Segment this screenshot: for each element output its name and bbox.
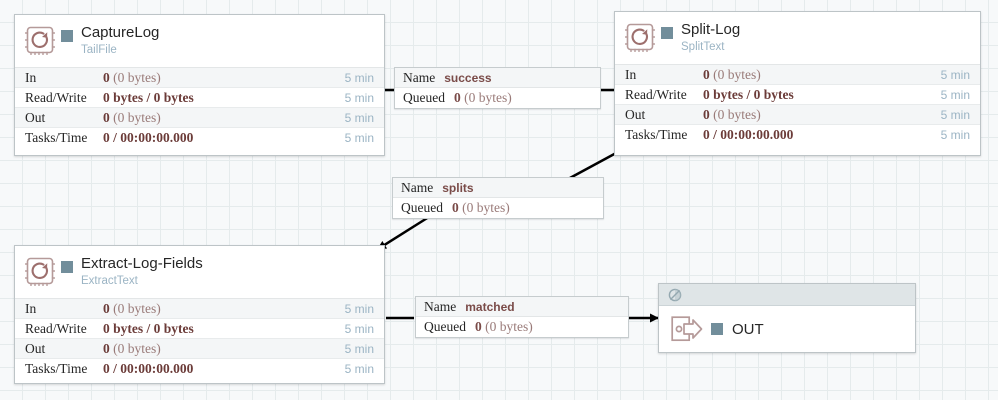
stat-label: Tasks/Time [25, 361, 88, 376]
processor-header: Split-Log SplitText [615, 12, 980, 64]
stat-time: 5 min [344, 321, 374, 336]
stat-value: 0 bytes / 0 bytes [103, 89, 194, 105]
processor-stats: In 0 (0 bytes) 5 min Read/Write 0 bytes … [15, 67, 384, 148]
processor-capturelog[interactable]: CaptureLog TailFile In 0 (0 bytes) 5 min… [14, 14, 385, 156]
connection-splits[interactable]: Name splits Queued 0 (0 bytes) [392, 177, 604, 219]
processor-type: SplitText [681, 41, 725, 53]
stopped-square-icon [61, 30, 73, 42]
connection-queued-value: 0 (0 bytes) [451, 200, 510, 215]
stat-time: 5 min [344, 341, 374, 356]
processor-name: CaptureLog [81, 24, 160, 41]
stat-time: 5 min [940, 87, 970, 102]
connection-name-value: matched [465, 299, 515, 314]
output-port-body: OUT [659, 306, 915, 352]
processor-icon [24, 25, 56, 56]
stat-time: 5 min [344, 70, 374, 85]
connection-queued-row: Queued 0 (0 bytes) [395, 88, 600, 108]
stat-row: Read/Write 0 bytes / 0 bytes 5 min [615, 85, 980, 105]
stat-row: Tasks/Time 0 / 00:00:00.000 5 min [15, 359, 384, 379]
connection-queued-row: Queued 0 (0 bytes) [416, 317, 628, 337]
stat-label: Out [625, 106, 646, 122]
processor-type: TailFile [81, 44, 117, 56]
stat-row: Out 0 (0 bytes) 5 min [15, 339, 384, 359]
stat-time: 5 min [940, 107, 970, 122]
stat-value: 0 / 00:00:00.000 [103, 130, 194, 145]
stat-label: In [625, 66, 637, 82]
connection-name-value: success [444, 70, 492, 85]
processor-icon [624, 22, 656, 53]
stat-row: Tasks/Time 0 / 00:00:00.000 5 min [615, 125, 980, 145]
processor-icon [24, 256, 56, 287]
stat-row: Out 0 (0 bytes) 5 min [615, 105, 980, 125]
processor-stats: In 0 (0 bytes) 5 min Read/Write 0 bytes … [15, 298, 384, 379]
stat-label: In [25, 300, 37, 316]
output-port-out[interactable]: OUT [658, 283, 916, 353]
processor-name: Extract-Log-Fields [81, 255, 203, 272]
transmission-disabled-icon[interactable] [668, 288, 682, 302]
output-port-name: OUT [732, 320, 764, 338]
connection-name-row: Name success [395, 68, 600, 88]
stat-time: 5 min [344, 301, 374, 316]
stat-value: 0 bytes / 0 bytes [703, 86, 794, 102]
stat-time: 5 min [344, 362, 374, 376]
processor-header: Extract-Log-Fields ExtractText [15, 246, 384, 298]
stat-value: 0 (0 bytes) [703, 106, 761, 122]
stat-row: Out 0 (0 bytes) 5 min [15, 108, 384, 128]
stat-value: 0 bytes / 0 bytes [103, 320, 194, 336]
stat-label: Tasks/Time [625, 127, 688, 142]
stat-time: 5 min [344, 90, 374, 105]
stat-label: Read/Write [25, 320, 87, 336]
stat-value: 0 (0 bytes) [103, 300, 161, 316]
stat-time: 5 min [940, 67, 970, 82]
processor-stats: In 0 (0 bytes) 5 min Read/Write 0 bytes … [615, 64, 980, 145]
stat-label: In [25, 69, 37, 85]
stat-row: Tasks/Time 0 / 00:00:00.000 5 min [15, 128, 384, 148]
processor-extract-log-fields[interactable]: Extract-Log-Fields ExtractText In 0 (0 b… [14, 245, 385, 384]
connection-name-key: Name [401, 179, 434, 195]
connection-queued-key: Queued [424, 319, 466, 334]
processor-name: Split-Log [681, 21, 741, 38]
stat-value: 0 / 00:00:00.000 [703, 127, 794, 142]
connection-name-value: splits [442, 180, 474, 195]
stat-row: Read/Write 0 bytes / 0 bytes 5 min [15, 88, 384, 108]
stat-value: 0 (0 bytes) [703, 66, 761, 82]
stat-label: Out [25, 109, 46, 125]
output-port-header [659, 284, 915, 306]
stopped-square-icon [661, 27, 673, 39]
connection-queued-value: 0 (0 bytes) [474, 319, 533, 334]
stat-label: Read/Write [625, 86, 687, 102]
stat-value: 0 (0 bytes) [103, 69, 161, 85]
connection-queued-value: 0 (0 bytes) [453, 90, 512, 105]
stat-row: In 0 (0 bytes) 5 min [15, 68, 384, 88]
connection-queued-key: Queued [403, 90, 445, 105]
stat-label: Tasks/Time [25, 130, 88, 145]
connection-queued-key: Queued [401, 200, 443, 215]
processor-header: CaptureLog TailFile [15, 15, 384, 67]
stat-value: 0 / 00:00:00.000 [103, 361, 194, 376]
stat-time: 5 min [940, 128, 970, 142]
stat-row: Read/Write 0 bytes / 0 bytes 5 min [15, 319, 384, 339]
stat-time: 5 min [344, 110, 374, 125]
stat-row: In 0 (0 bytes) 5 min [615, 65, 980, 85]
connection-queued-row: Queued 0 (0 bytes) [393, 198, 603, 218]
stopped-square-icon [61, 261, 73, 273]
connection-name-row: Name matched [416, 297, 628, 317]
processor-type: ExtractText [81, 275, 138, 287]
wire-splits-to-extract [377, 213, 433, 251]
stat-time: 5 min [344, 131, 374, 145]
processor-split-log[interactable]: Split-Log SplitText In 0 (0 bytes) 5 min… [614, 11, 981, 156]
connection-success[interactable]: Name success Queued 0 (0 bytes) [394, 67, 601, 109]
stat-label: Read/Write [25, 89, 87, 105]
stat-value: 0 (0 bytes) [103, 109, 161, 125]
output-port-icon [671, 316, 703, 342]
stopped-square-icon [711, 323, 723, 335]
connection-name-key: Name [403, 69, 436, 85]
stat-label: Out [25, 340, 46, 356]
connection-name-key: Name [424, 298, 457, 314]
connection-matched[interactable]: Name matched Queued 0 (0 bytes) [415, 296, 629, 338]
stat-value: 0 (0 bytes) [103, 340, 161, 356]
stat-row: In 0 (0 bytes) 5 min [15, 299, 384, 319]
connection-name-row: Name splits [393, 178, 603, 198]
